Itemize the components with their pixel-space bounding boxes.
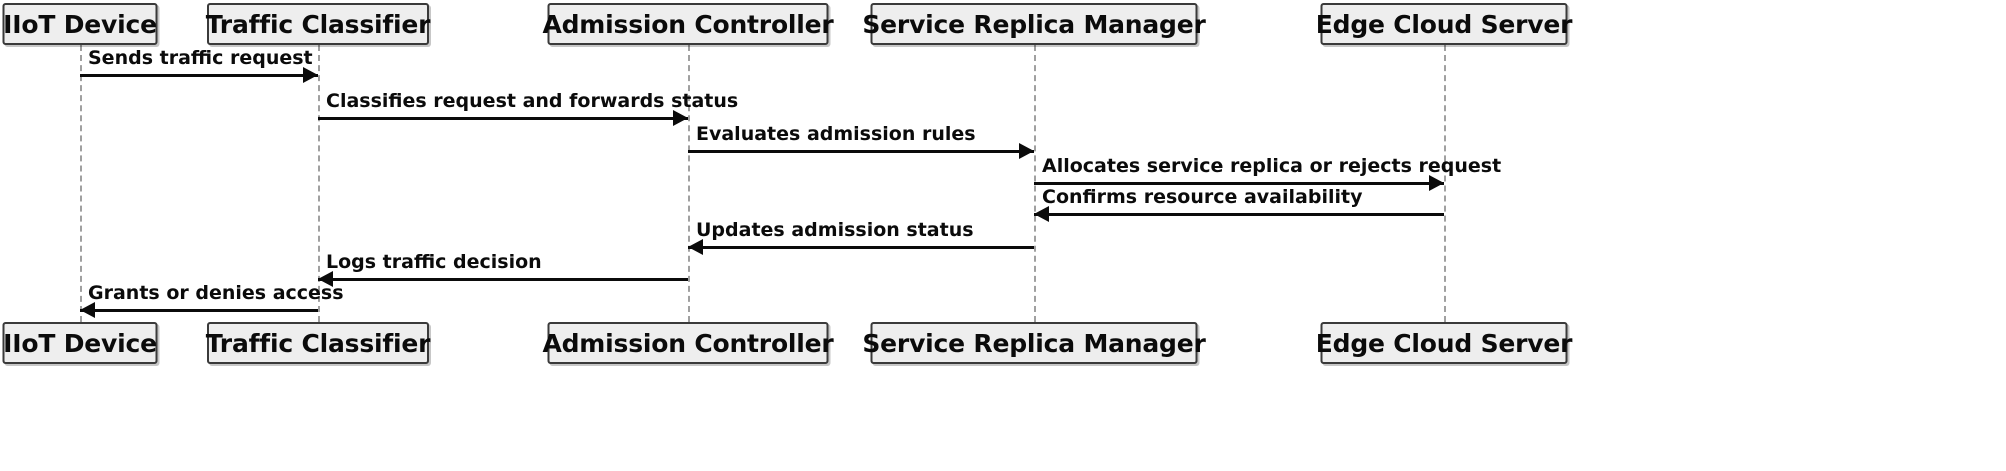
arrowhead-left-icon (80, 302, 95, 318)
participant-footer-edge-cloud-server[interactable]: Edge Cloud Server (1316, 322, 1572, 364)
message-label: Grants or denies access (88, 282, 344, 304)
message-label: Evaluates admission rules (696, 123, 976, 145)
participant-label: Edge Cloud Server (1315, 328, 1573, 358)
message-line (688, 150, 1034, 153)
participant-header-edge-cloud-server[interactable]: Edge Cloud Server (1316, 3, 1572, 45)
message-label: Sends traffic request (88, 47, 313, 69)
arrowhead-left-icon (1034, 206, 1049, 222)
arrowhead-right-icon (303, 67, 318, 83)
arrowhead-right-icon (1019, 143, 1034, 159)
message-label: Logs traffic decision (326, 251, 542, 273)
participant-label: Service Replica Manager (862, 9, 1206, 39)
participant-header-admission-controller[interactable]: Admission Controller (542, 3, 834, 45)
participant-footer-traffic-classifier[interactable]: Traffic Classifier (205, 322, 431, 364)
lifeline-traffic-classifier (318, 45, 320, 322)
participant-label: IIoT Device (3, 328, 157, 358)
arrowhead-right-icon (673, 110, 688, 126)
participant-label: Admission Controller (542, 9, 834, 39)
message-line (1034, 213, 1444, 216)
message-line (1034, 182, 1444, 185)
lifeline-admission-controller (688, 45, 690, 322)
arrowhead-right-icon (1429, 175, 1444, 191)
participant-footer-iiot-device[interactable]: IIoT Device (2, 322, 158, 364)
message-line (80, 309, 318, 312)
lifeline-iiot-device (80, 45, 82, 322)
message-label: Updates admission status (696, 219, 974, 241)
participant-label: Traffic Classifier (205, 328, 431, 358)
message-label: Classifies request and forwards status (326, 90, 739, 112)
participant-label: IIoT Device (3, 9, 157, 39)
participant-label: Edge Cloud Server (1315, 9, 1573, 39)
message-line (688, 246, 1034, 249)
participant-header-service-replica-manager[interactable]: Service Replica Manager (862, 3, 1206, 45)
lifeline-edge-cloud-server (1444, 45, 1446, 322)
participant-header-iiot-device[interactable]: IIoT Device (2, 3, 158, 45)
arrowhead-left-icon (688, 239, 703, 255)
participant-footer-service-replica-manager[interactable]: Service Replica Manager (862, 322, 1206, 364)
message-line (318, 278, 688, 281)
participant-label: Service Replica Manager (862, 328, 1206, 358)
message-line (80, 74, 318, 77)
participant-header-traffic-classifier[interactable]: Traffic Classifier (205, 3, 431, 45)
participant-footer-admission-controller[interactable]: Admission Controller (542, 322, 834, 364)
message-label: Allocates service replica or rejects req… (1042, 155, 1502, 177)
participant-label: Traffic Classifier (205, 9, 431, 39)
message-line (318, 117, 688, 120)
message-label: Confirms resource availability (1042, 186, 1363, 208)
participant-label: Admission Controller (542, 328, 834, 358)
arrowhead-left-icon (318, 271, 333, 287)
